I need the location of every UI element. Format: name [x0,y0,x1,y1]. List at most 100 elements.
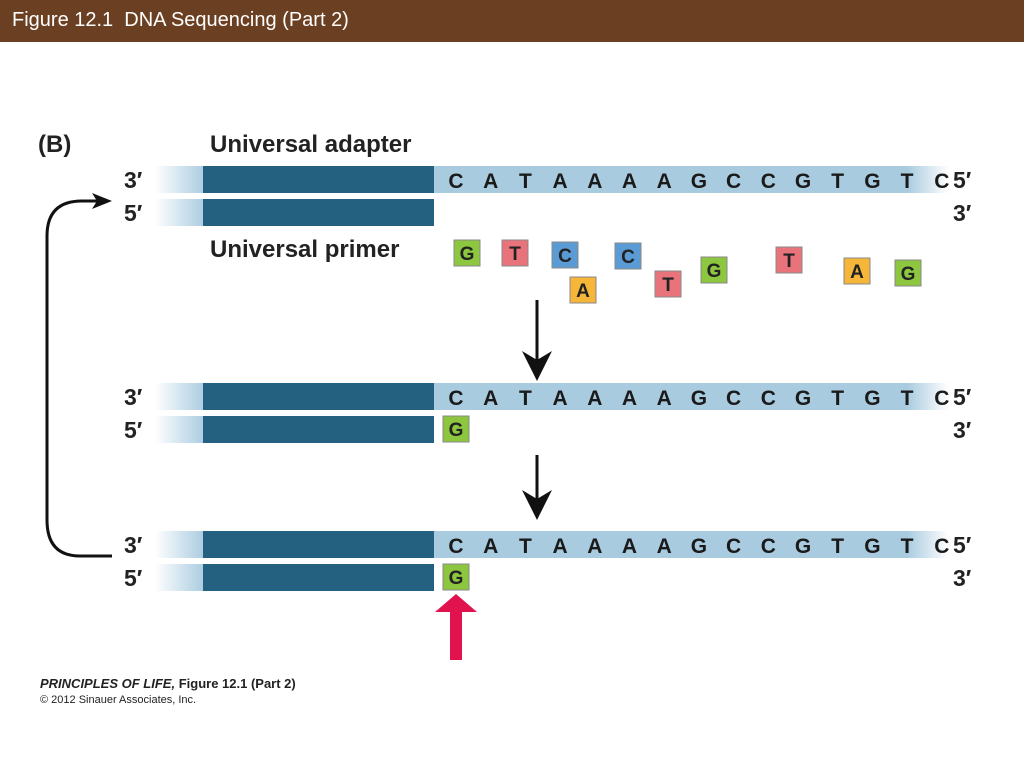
cycle-repeat-arrow [45,199,112,558]
panel-label: (B) [38,131,71,158]
template-base: C [761,387,776,410]
free-nucleotide-t: T [501,239,529,267]
label-3-prime-right: 3′ [953,417,972,443]
universal-primer-strand [203,564,434,591]
template-base: A [553,535,568,558]
template-base: A [657,387,672,410]
template-base: G [795,535,811,558]
template-base: A [622,170,637,193]
cycle-repeat-arrowhead [92,193,112,209]
template-base: T [519,170,532,193]
footer-citation: PRINCIPLES OF LIFE, Figure 12.1 (Part 2) [40,676,296,691]
universal-adapter-label: Universal adapter [210,131,411,158]
nucleotide-box [453,239,481,267]
free-nucleotide-g: G [453,239,481,267]
template-base: T [831,170,844,193]
incorporation-arrow-head [435,594,477,612]
template-base: A [587,170,602,193]
template-base: T [901,170,914,193]
nucleotide-letter: G [707,261,722,282]
template-base: T [901,387,914,410]
label-3-prime-right: 3′ [953,565,972,591]
incorporated-nucleotide: G [442,563,470,591]
primer-fade-left [155,416,205,443]
template-base: A [483,387,498,410]
book-title: PRINCIPLES OF LIFE, [40,676,176,691]
label-3-prime-right: 3′ [953,200,972,226]
universal-primer-label: Universal primer [210,236,399,263]
template-fade-left [155,531,205,558]
nucleotide-box [442,563,470,591]
figure-title: Figure 12.1 DNA Sequencing (Part 2) [12,9,349,31]
nucleotide-box [569,276,597,304]
template-fade-right [907,383,949,410]
nucleotide-box [843,257,871,285]
template-base: A [657,170,672,193]
incorporation-arrow [435,594,477,660]
label-3-prime-left: 3′ [124,167,143,193]
template-base: G [691,170,707,193]
free-nucleotide-c: C [551,241,579,269]
template-base: A [622,535,637,558]
nucleotide-box [654,270,682,298]
template-strand [434,531,908,558]
template-base: A [483,170,498,193]
template-base: C [726,170,741,193]
universal-primer-strand [203,416,434,443]
template-base: A [587,387,602,410]
free-nucleotide-g: G [894,259,922,287]
template-base: C [934,170,949,193]
template-base: A [483,535,498,558]
template-base: T [901,535,914,558]
nucleotide-letter: T [509,244,521,265]
copyright: © 2012 Sinauer Associates, Inc. [40,694,197,706]
universal-adapter-strand [203,531,434,558]
nucleotide-box [775,246,803,274]
template-base: G [864,387,880,410]
template-base: G [795,387,811,410]
universal-primer-strand [203,199,434,226]
nucleotide-box [700,256,728,284]
template-base: T [831,387,844,410]
nucleotide-letter: G [449,568,464,589]
template-base: A [587,535,602,558]
label-5-prime-right: 5′ [953,167,972,193]
free-nucleotide-c: C [614,242,642,270]
template-strand [434,383,908,410]
template-base: C [448,170,463,193]
label-5-prime-right: 5′ [953,384,972,410]
template-fade-right [907,166,949,193]
primer-fade-left [155,199,205,226]
template-base: C [934,535,949,558]
template-base: T [831,535,844,558]
primer-fade-left [155,564,205,591]
template-base: C [761,535,776,558]
label-3-prime-left: 3′ [124,384,143,410]
label-5-prime-left: 5′ [124,417,143,443]
template-base: C [448,535,463,558]
template-base: T [519,535,532,558]
nucleotide-letter: G [901,264,916,285]
nucleotide-box [614,242,642,270]
nucleotide-letter: G [460,244,475,265]
label-5-prime-right: 5′ [953,532,972,558]
free-nucleotide-a: A [569,276,597,304]
free-nucleotide-t: T [775,246,803,274]
universal-adapter-strand [203,166,434,193]
template-strand [434,166,908,193]
incorporation-arrow-shaft [450,610,462,660]
incorporated-nucleotide: G [442,415,470,443]
free-nucleotide-t: T [654,270,682,298]
figure-reference: Figure 12.1 (Part 2) [178,676,296,691]
template-fade-right [907,531,949,558]
universal-adapter-strand [203,383,434,410]
nucleotide-box [894,259,922,287]
label-5-prime-left: 5′ [124,565,143,591]
nucleotide-letter: T [783,251,795,272]
template-base: G [691,387,707,410]
